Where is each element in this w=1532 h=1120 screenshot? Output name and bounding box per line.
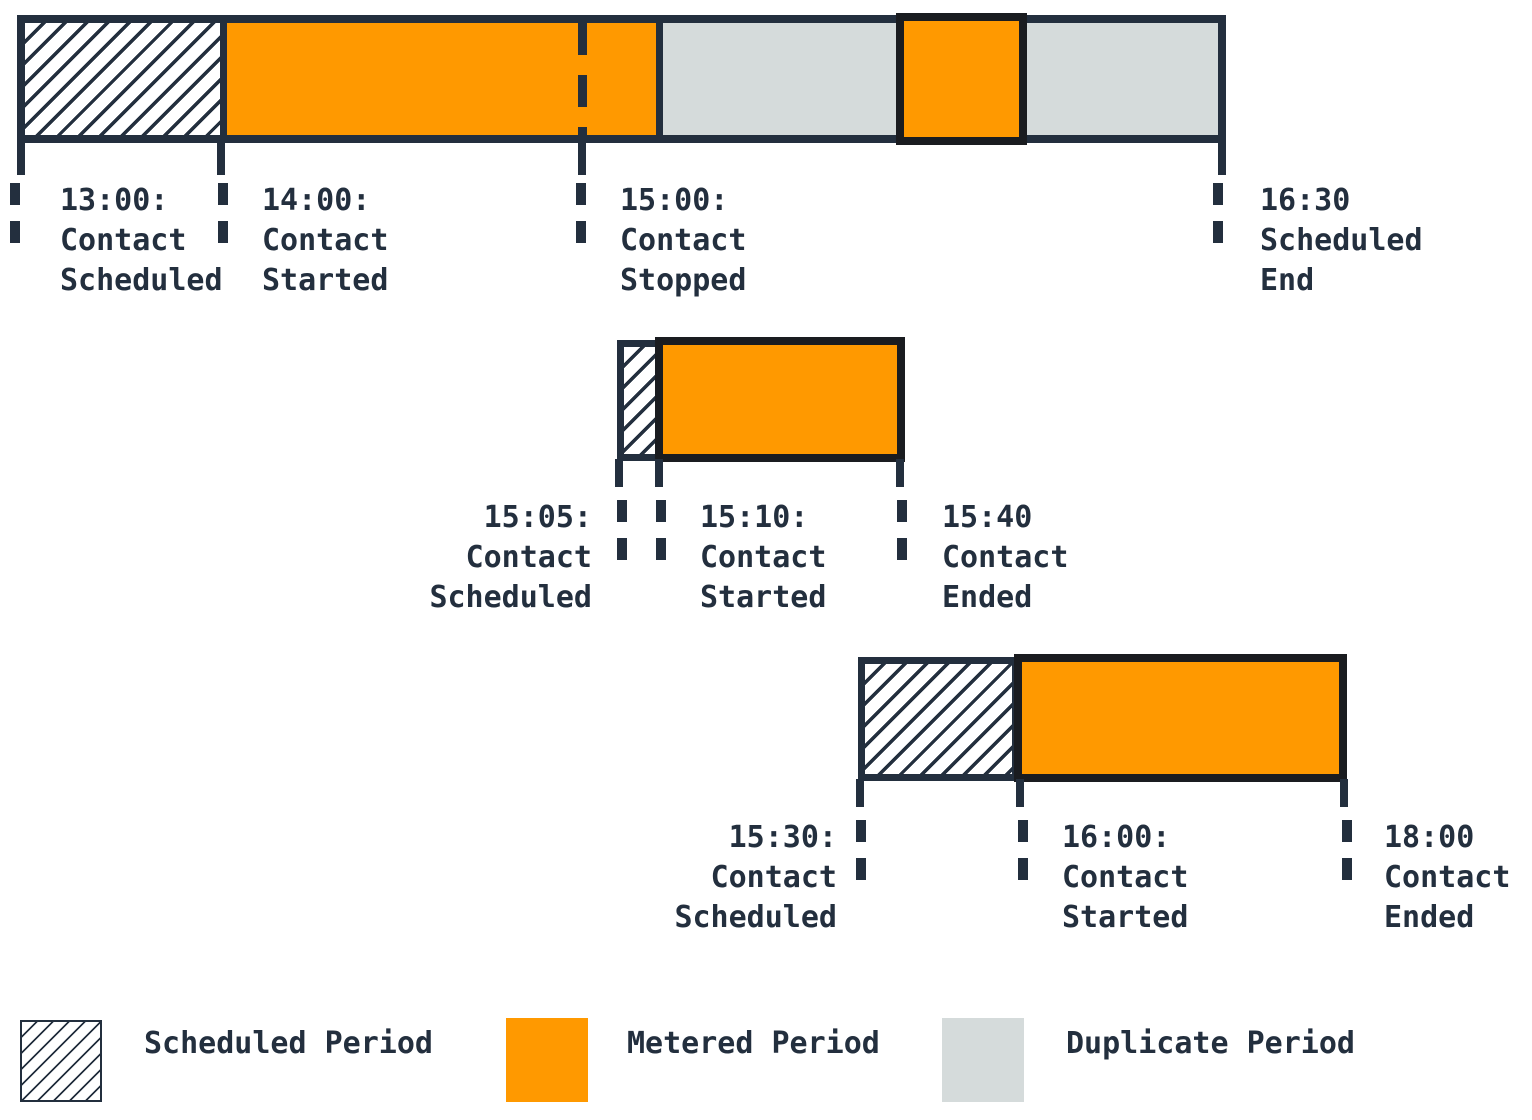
event-label-scheduled-end-1630: 16:30 Scheduled End [1260, 183, 1423, 298]
event-tick [617, 500, 627, 560]
duplicate-period-segment [663, 23, 898, 135]
duplicate-period-segment [1023, 23, 1218, 135]
segment-divider [220, 23, 227, 135]
legend-swatch-metered-period [506, 1018, 588, 1102]
event-label-contact-scheduled-1530: 15:30: Contact Scheduled [674, 820, 837, 935]
metered-period-block [1014, 654, 1347, 782]
axis-tick [17, 141, 25, 175]
event-label-contact-started-1400: 14:00: Contact Started [262, 183, 389, 298]
event-tick [1018, 820, 1028, 880]
event-tick [656, 500, 666, 560]
axis-tick [856, 779, 864, 807]
axis-tick [1016, 779, 1024, 807]
legend-swatch-scheduled-period [20, 1020, 102, 1102]
event-label-contact-started-1600: 16:00: Contact Started [1062, 820, 1189, 935]
axis-tick [615, 459, 623, 487]
event-tick [1342, 820, 1352, 880]
legend-label-duplicate-period: Duplicate Period [1066, 1026, 1355, 1061]
scheduled-period-segment [25, 23, 220, 135]
axis-tick [655, 459, 663, 487]
event-tick [218, 183, 228, 243]
axis-tick [1218, 141, 1226, 175]
metered-period-segment [227, 23, 656, 135]
event-tick [10, 183, 20, 243]
event-tick [1213, 183, 1223, 243]
event-label-contact-started-1510: 15:10: Contact Started [700, 500, 827, 615]
scheduled-period-segment [858, 657, 1019, 781]
axis-tick [578, 141, 586, 175]
contact-stopped-dashed-line [578, 23, 587, 137]
event-label-contact-stopped-1500: 15:00: Contact Stopped [620, 183, 747, 298]
event-tick [897, 500, 907, 560]
segment-divider [656, 23, 663, 135]
axis-tick [896, 459, 904, 487]
axis-tick [1340, 779, 1348, 807]
legend-label-scheduled-period: Scheduled Period [144, 1026, 433, 1061]
event-label-contact-ended-1800: 18:00 Contact Ended [1384, 820, 1511, 935]
event-tick [576, 183, 586, 243]
metered-period-block [896, 13, 1027, 145]
event-label-contact-scheduled-1505: 15:05: Contact Scheduled [429, 500, 592, 615]
legend-label-metered-period: Metered Period [627, 1026, 880, 1061]
legend-swatch-duplicate-period [942, 1018, 1024, 1102]
axis-tick [217, 141, 225, 175]
event-label-contact-ended-1540: 15:40 Contact Ended [942, 500, 1069, 615]
event-label-contact-scheduled-1300: 13:00: Contact Scheduled [60, 183, 223, 298]
metered-period-block [655, 337, 905, 462]
event-tick [856, 820, 866, 880]
